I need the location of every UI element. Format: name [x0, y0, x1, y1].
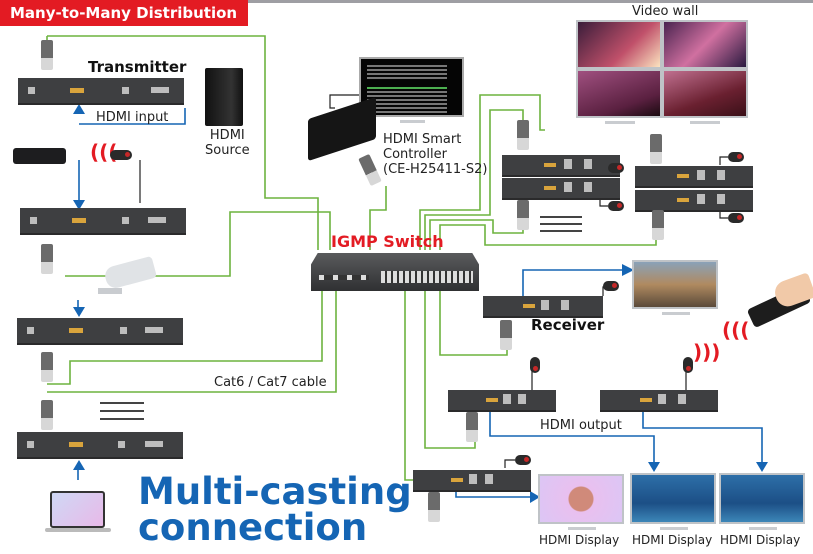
cable-rx2: [424, 290, 476, 449]
cable-tx2: [65, 211, 331, 277]
hdmi-port-icon: [72, 218, 86, 223]
ir-receiver-icon: [728, 152, 744, 162]
arrow-icon: [756, 462, 768, 472]
transmitter-device: [17, 318, 183, 345]
receiver-device: [635, 190, 753, 212]
receiver-device: [635, 166, 753, 188]
rj45-connector-icon: [517, 200, 529, 230]
receiver-device: [483, 296, 603, 318]
igmp-switch-label: IGMP Switch: [331, 232, 444, 251]
arrow-icon: [73, 460, 85, 470]
stack-indicator-icon: [540, 216, 582, 218]
arrow-icon: [530, 491, 540, 503]
ir-receiver-icon: [608, 163, 624, 173]
arrow-icon: [648, 462, 660, 472]
hdmi-display-1: [538, 474, 624, 524]
rj45-connector-icon: [428, 492, 440, 522]
rj45-connector-icon: [41, 244, 53, 274]
title-badge: Many-to-Many Distribution: [0, 0, 248, 26]
cable-tx1: [47, 35, 319, 250]
video-wall: [576, 20, 748, 118]
hdmi-display-2: [630, 473, 716, 524]
cable-vw4: [439, 224, 657, 250]
ir-receiver-icon: [608, 201, 624, 211]
rj45-connector-icon: [650, 134, 662, 164]
headline-line1: Multi-casting: [138, 470, 412, 513]
hdmi-display-label: HDMI Display: [632, 533, 713, 547]
receiver-label: Receiver: [531, 316, 605, 334]
hdmi-port-icon: [70, 88, 84, 93]
dvd-player-icon: [13, 148, 66, 164]
hdmi-display-3: [719, 473, 805, 524]
ir-signal-icon: (((: [722, 318, 750, 342]
cable-receiver: [439, 290, 508, 356]
hdmi-output-label: HDMI output: [540, 418, 622, 433]
ir-receiver-icon: [603, 281, 619, 291]
transmitter-label: Transmitter: [88, 58, 187, 76]
stack-indicator-icon: [100, 402, 144, 404]
ir-signal-icon: ))): [693, 340, 721, 364]
arrowheads: [73, 104, 768, 503]
cable-vw3: [429, 219, 524, 250]
ir-receiver-icon: [530, 357, 540, 373]
video-wall-screen: [576, 69, 662, 118]
ir-emitter-icon: [110, 150, 132, 160]
receiver-device: [502, 178, 620, 200]
video-wall-screen: [662, 69, 748, 118]
headline-line2: connection: [138, 506, 368, 549]
tv-display: [632, 260, 718, 309]
laptop-icon: [50, 491, 105, 528]
arrow-icon: [622, 264, 634, 276]
receiver-device: [600, 390, 718, 412]
controller-label: HDMI Smart Controller (CE-H25411-S2): [383, 132, 488, 177]
network-cables: [46, 35, 657, 481]
hdmi-out-receiver: [522, 269, 625, 296]
ir-receiver-icon: [515, 455, 531, 465]
igmp-switch-device: [311, 253, 479, 291]
controller-monitor: [359, 57, 464, 117]
arrow-icon: [73, 307, 85, 317]
hdmi-input-label: HDMI input: [96, 110, 169, 125]
video-wall-screen: [662, 20, 748, 69]
transmitter-device: [18, 78, 184, 105]
rj45-connector-icon: [41, 40, 53, 70]
video-wall-label: Video wall: [632, 4, 699, 19]
top-divider: [0, 0, 813, 3]
cable-tx4: [47, 290, 337, 393]
hdmi-display-label: HDMI Display: [539, 533, 620, 547]
arrow-icon: [73, 200, 85, 210]
hdmi-out-2: [489, 410, 655, 465]
hdmi-out-3: [642, 410, 763, 465]
receiver-device: [448, 390, 556, 412]
transmitter-device: [20, 208, 186, 235]
rj45-connector-icon: [41, 400, 53, 430]
receiver-device: [413, 470, 531, 492]
cable-vw1: [419, 94, 545, 250]
ir-receiver-icon: [683, 357, 693, 373]
rj45-connector-icon: [652, 210, 664, 240]
arrow-icon: [73, 104, 85, 114]
cable-tx3: [47, 290, 323, 385]
video-wall-screen: [576, 20, 662, 69]
receiver-device: [502, 155, 620, 177]
hdmi-port-icon: [69, 328, 83, 333]
ir-receiver-icon: [728, 213, 744, 223]
rj45-connector-icon: [466, 412, 478, 442]
cable-label: Cat6 / Cat7 cable: [214, 375, 327, 390]
rj45-connector-icon: [41, 352, 53, 382]
hdmi-in-1: [79, 108, 186, 125]
rj45-connector-icon: [517, 120, 529, 150]
cable-vw2: [424, 109, 524, 250]
hdmi-port-icon: [69, 442, 83, 447]
pc-tower-icon: [205, 68, 243, 126]
transmitter-device: [17, 432, 183, 459]
rj45-connector-icon: [500, 320, 512, 350]
cable-rx3: [404, 290, 432, 481]
hdmi-display-label: HDMI Display: [720, 533, 801, 547]
cable-controller: [369, 186, 387, 250]
